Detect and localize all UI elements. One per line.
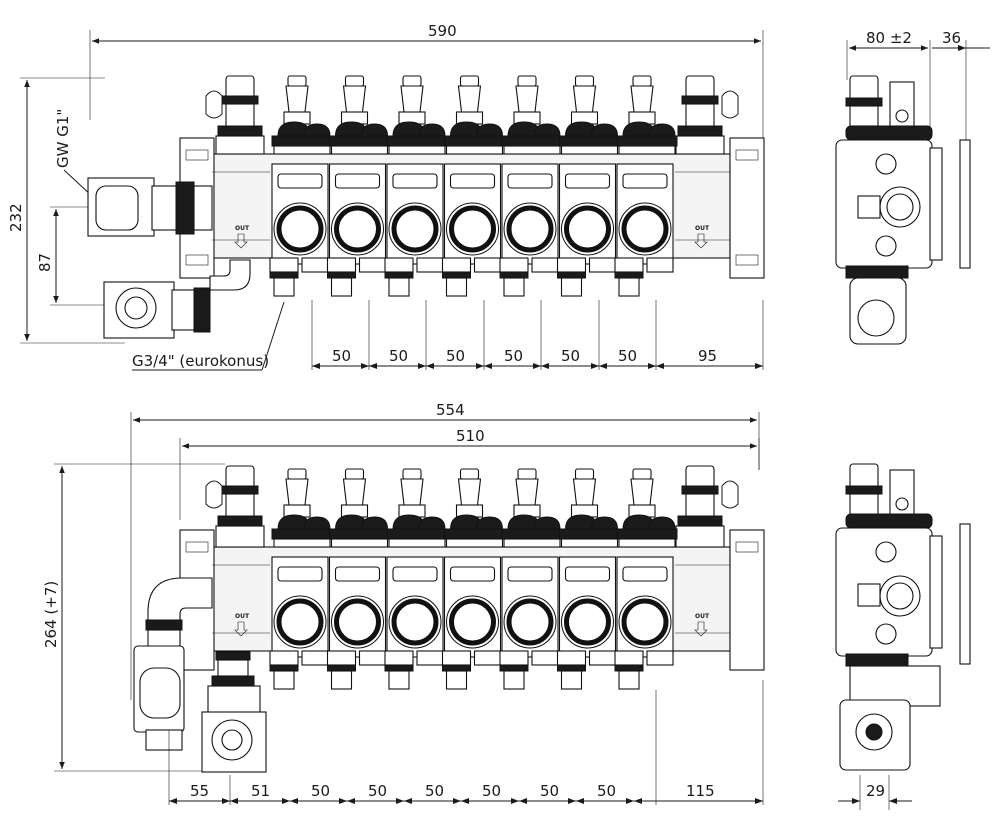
spacing-label: 50	[504, 347, 523, 365]
right-bracket-bottom	[729, 529, 765, 671]
dim-overall-bottom-text: 554	[436, 401, 465, 419]
spacing-label: 50	[311, 782, 330, 800]
inlet-thread-callout: GW G1"	[54, 109, 93, 197]
end-spacing-label: 95	[698, 347, 717, 365]
bottom-side-view: 29	[835, 463, 971, 810]
circuit-module	[384, 468, 448, 690]
dim-height-text: 232	[7, 203, 25, 232]
bottom-front-view: 554 510 264 (+7)	[42, 401, 765, 805]
svg-text:OUT: OUT	[695, 613, 710, 620]
out-label-right: OUT	[694, 225, 710, 249]
outlet-thread-label: G3/4" (eurokonus)	[132, 352, 269, 370]
end-spacing-label: 115	[686, 782, 715, 800]
circuit-module	[269, 75, 333, 297]
inlet-thread-label: GW G1"	[54, 109, 72, 168]
spacing-ticks	[312, 363, 763, 369]
circuit-module	[614, 75, 678, 297]
svg-text:OUT: OUT	[695, 225, 710, 232]
out-label-right-bottom: OUT	[694, 613, 710, 637]
spacing-label: 50	[597, 782, 616, 800]
dim-inlet-spacing-text: 87	[36, 253, 54, 272]
dim-overall-590: 590	[89, 22, 764, 140]
spacing-label: 50	[618, 347, 637, 365]
spacing-label: 50	[540, 782, 559, 800]
dim-inner-text: 510	[456, 427, 485, 445]
left-air-vent	[205, 75, 265, 155]
svg-text:OUT: OUT	[235, 225, 250, 232]
circuit-module	[556, 75, 620, 297]
circuit-module	[384, 75, 448, 297]
dim-inner-510: 510	[179, 427, 760, 520]
circuit-module	[499, 468, 563, 690]
dim-pipe-text: 29	[866, 782, 885, 800]
dim-offset-text: 36	[942, 29, 961, 47]
inlet-elbow-left	[133, 577, 213, 751]
out-label-left-bottom: OUT	[234, 613, 250, 637]
top-circuits	[269, 75, 678, 297]
right-bracket	[729, 137, 765, 279]
spacing-label: 50	[561, 347, 580, 365]
circuit-module	[441, 468, 505, 690]
circuit-module	[326, 75, 390, 297]
spacing-label: 50	[482, 782, 501, 800]
spacing-label: 50	[446, 347, 465, 365]
top-side-view: 80 ±2 36	[835, 29, 990, 345]
inlet-vertical-right	[201, 651, 267, 773]
dim-height-264: 264 (+7)	[42, 463, 225, 772]
outlet-thread-callout: G3/4" (eurokonus)	[132, 301, 285, 371]
dim-height-232: 232	[7, 77, 125, 344]
dim-height-bottom-text: 264 (+7)	[42, 581, 60, 648]
top-outlet-spacing-dims: 50 50 50 50 50 50 95	[311, 300, 764, 370]
svg-text:OUT: OUT	[235, 613, 250, 620]
bottom-spacing-dims: 55 51 50 50 50 50 50 50 115	[168, 680, 764, 805]
spacing-label: 50	[389, 347, 408, 365]
circuit-module	[614, 468, 678, 690]
circuit-module	[556, 468, 620, 690]
right-air-vent	[675, 75, 739, 155]
circuit-module	[499, 75, 563, 297]
top-front-view: 590 232 87 GW G1" G3/4" (eurokonus)	[7, 22, 765, 371]
spacing-label: 50	[332, 347, 351, 365]
right-air-vent-bottom	[675, 465, 739, 548]
circuit-module	[269, 468, 333, 690]
left-air-vent-bottom	[205, 465, 265, 548]
dim-depth-text: 80 ±2	[866, 29, 912, 47]
out-label-left: OUT	[234, 225, 250, 249]
spacing-label: 51	[251, 782, 270, 800]
spacing-label: 50	[425, 782, 444, 800]
dim-overall-text: 590	[428, 22, 457, 40]
circuit-module	[326, 468, 390, 690]
inlet-pipe-lower	[103, 259, 251, 339]
spacing-label: 55	[190, 782, 209, 800]
circuit-module	[441, 75, 505, 297]
bottom-circuits	[269, 468, 678, 690]
spacing-label: 50	[368, 782, 387, 800]
inlet-pipe-upper	[87, 177, 213, 237]
